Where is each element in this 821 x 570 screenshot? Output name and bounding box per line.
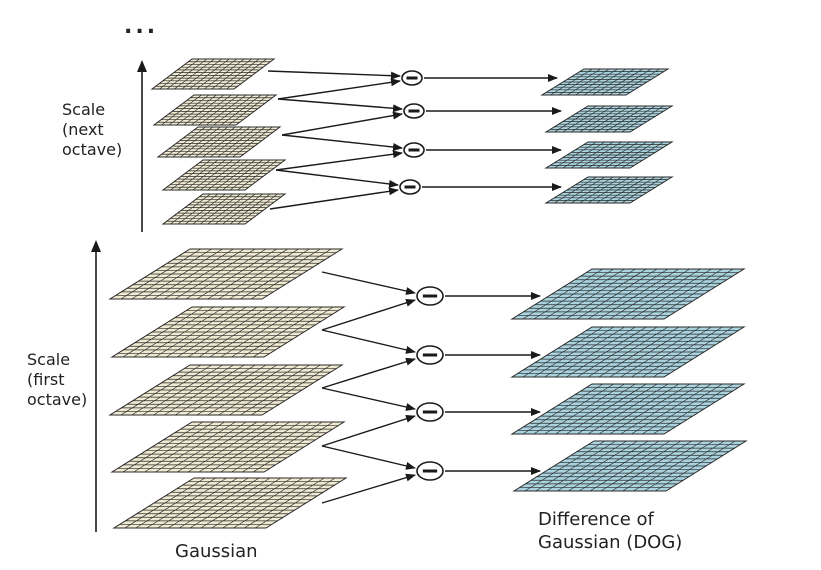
first-octave-gaussian-2 [110, 306, 346, 358]
next-octave-gaussian-1 [150, 58, 276, 90]
next-octave-subtract-3 [403, 142, 425, 158]
first-octave-gaussian-1 [108, 248, 344, 300]
next-octave-gaussian-2 [152, 94, 278, 126]
first-octave-subtract-4 [416, 461, 444, 481]
next-octave-arrow-a3 [281, 134, 403, 152]
next-octave-dog-1 [540, 68, 670, 96]
ellipsis-more-octaves: ... [124, 14, 159, 39]
first-octave-dog-2 [510, 326, 746, 378]
first-octave-subtract-3 [416, 402, 444, 422]
dog-label: Difference of Gaussian (DOG) [538, 509, 683, 553]
next-octave-gaussian-4 [161, 159, 287, 191]
first-octave-gaussian-3 [108, 364, 344, 416]
next-octave-arrow-b3 [275, 150, 403, 171]
next-octave-gaussian-5 [161, 193, 287, 225]
first-octave-arrow-b4 [321, 473, 416, 504]
first-octave-arrow-b3 [321, 414, 416, 447]
next-octave-arrow-a1 [267, 70, 401, 80]
grids-layer [108, 58, 748, 529]
first-octave-subtract-2 [416, 345, 444, 365]
first-octave-dog-4 [512, 440, 748, 492]
lower-scale-label: Scale (first octave) [27, 350, 88, 409]
first-octave-arrow-a1 [321, 271, 416, 295]
next-octave-gaussian-3 [156, 126, 282, 158]
first-octave-gaussian-5 [112, 477, 348, 529]
first-octave-arrow-a4 [321, 445, 416, 470]
next-octave-dog-3 [544, 141, 674, 169]
arrows-layer [267, 70, 562, 504]
next-octave-subtract-1 [401, 70, 423, 86]
first-octave-arrow-b1 [321, 298, 416, 331]
next-octave-dog-4 [544, 176, 674, 204]
first-octave-dog-3 [510, 383, 746, 435]
next-octave-arrow-b2 [281, 111, 403, 136]
next-octave-subtract-4 [399, 179, 421, 195]
gaussian-label: Gaussian [175, 541, 258, 562]
upper-scale-label: Scale (next octave) [62, 100, 123, 159]
next-octave-dog-2 [544, 105, 674, 133]
next-octave-subtract-2 [403, 103, 425, 119]
first-octave-arrow-a3 [321, 387, 416, 411]
first-octave-arrow-b2 [321, 357, 416, 389]
first-octave-arrow-a2 [321, 329, 416, 354]
first-octave-subtract-1 [416, 286, 444, 306]
first-octave-gaussian-4 [110, 421, 346, 473]
next-octave-arrow-b1 [277, 78, 401, 100]
first-octave-dog-1 [510, 268, 746, 320]
subtract-operators-layer [399, 70, 444, 481]
next-octave-arrow-a4 [275, 169, 399, 188]
next-octave-arrow-b4 [269, 187, 399, 210]
next-octave-arrow-a2 [277, 98, 403, 113]
